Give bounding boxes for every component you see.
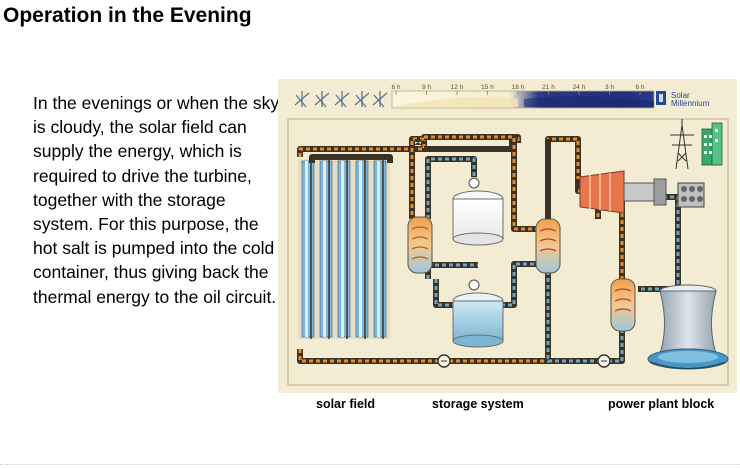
solar-field-collectors xyxy=(298,159,390,339)
oil-pump xyxy=(437,354,451,368)
salt-valve xyxy=(414,139,422,145)
solar-millennium-logo: Solar Millennium xyxy=(656,91,710,108)
footer-divider xyxy=(0,464,740,465)
caption-storage-system: storage system xyxy=(432,397,524,411)
timeline-tick-label: 12 h xyxy=(451,84,464,91)
steam-generator xyxy=(535,218,561,274)
process-diagram: 6 h 9 h 12 h 15 h 18 h 21 h 24 h 3 h 6 h Solar M… xyxy=(278,79,737,393)
timeline-tick-label: 6 h xyxy=(391,84,400,91)
collector-highlight xyxy=(305,161,308,337)
power-pylon-icon xyxy=(670,119,694,170)
generator-transformer xyxy=(677,182,705,208)
steam-turbine xyxy=(579,170,667,214)
heliostat-icons xyxy=(294,91,388,108)
timeline-tick-label: 9 h xyxy=(422,84,431,91)
timeline-tick-label: 21 h xyxy=(542,84,555,91)
collector-highlight xyxy=(323,161,326,337)
collector-highlight xyxy=(341,161,344,337)
timeline-tick-label: 3 h xyxy=(605,84,614,91)
logo-line-1: Solar xyxy=(671,91,690,100)
logo-line-2: Millennium xyxy=(671,99,710,108)
description-paragraph: In the evenings or when the sky is cloud… xyxy=(33,93,280,307)
city-buildings-icon xyxy=(701,122,723,166)
diagram-frame xyxy=(287,118,729,386)
diagram-canvas: 6 h 9 h 12 h 15 h 18 h 21 h 24 h 3 h 6 h Solar M… xyxy=(287,84,729,386)
timeline-tick-label: 6 h xyxy=(635,84,644,91)
caption-power-plant-block: power plant block xyxy=(608,397,715,411)
timeline-tick-label: 18 h xyxy=(512,84,525,91)
storage-heat-exchanger xyxy=(407,216,433,274)
feedwater-pump xyxy=(597,354,611,368)
collector-highlight xyxy=(359,161,362,337)
slide-title: Operation in the Evening xyxy=(3,4,252,27)
caption-solar-field: solar field xyxy=(316,397,376,411)
cooling-tower xyxy=(647,284,729,370)
hot-salt-tank xyxy=(452,177,504,246)
cold-salt-tank xyxy=(452,279,504,348)
hot-oil-pipes xyxy=(297,134,625,279)
condenser xyxy=(610,278,636,332)
collector-highlight xyxy=(377,161,380,337)
daily-timeline: 6 h 9 h 12 h 15 h 18 h 21 h 24 h 3 h 6 h xyxy=(391,84,655,109)
timeline-tick-label: 24 h xyxy=(573,84,586,91)
timeline-tick-label: 15 h xyxy=(481,84,494,91)
